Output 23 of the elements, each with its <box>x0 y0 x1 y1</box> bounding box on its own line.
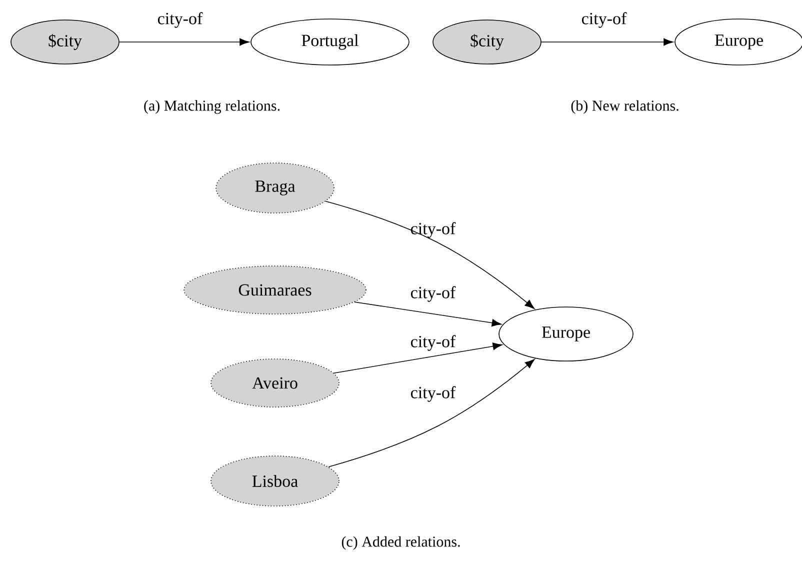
arrow <box>354 302 502 327</box>
edge-label: city-of <box>411 386 456 402</box>
ellipse-node: $city <box>432 20 542 64</box>
arrow <box>325 200 535 309</box>
caption: (c) Added relations. <box>342 536 460 550</box>
dotted-ellipse-node: Guimaraes <box>184 266 366 314</box>
edge-label: city-of <box>158 12 203 28</box>
edge-label: city-of <box>411 222 456 238</box>
dotted-ellipse-node: Braga <box>216 162 334 214</box>
edge-label: city-of <box>411 286 456 302</box>
dotted-ellipse-node: Aveiro <box>210 358 340 408</box>
arrow <box>328 359 535 468</box>
ellipse-node: Portugal <box>250 18 410 66</box>
edge-label: city-of <box>582 12 627 28</box>
caption: (a) Matching relations. <box>144 100 280 114</box>
arrow <box>119 38 250 46</box>
ellipse-node: $city <box>10 20 120 64</box>
dotted-ellipse-node: Lisboa <box>210 456 340 506</box>
arrow <box>541 38 674 46</box>
ellipse-node: Europe <box>498 306 634 362</box>
edge-label: city-of <box>411 335 456 351</box>
caption: (b) New relations. <box>571 100 678 114</box>
arrow <box>333 342 502 374</box>
